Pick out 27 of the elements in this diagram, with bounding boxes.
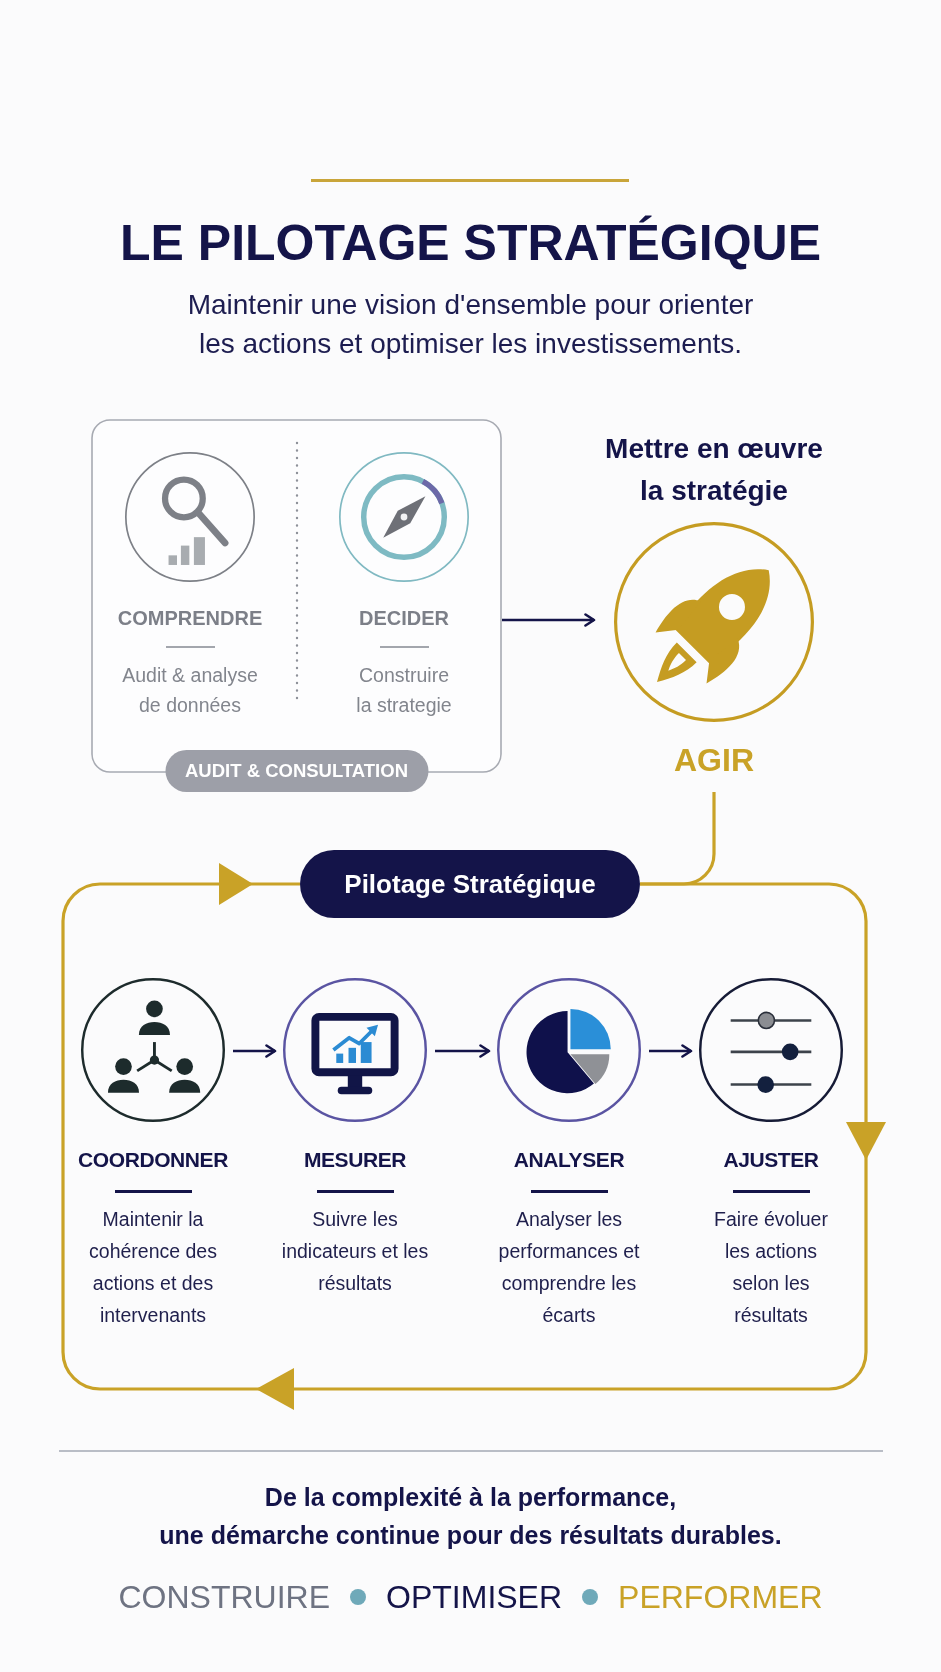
step-title: ANALYSER [513, 1147, 625, 1173]
step-description: Analyser les performances et comprendre les écarts [498, 1207, 640, 1328]
step-description: Audit & analyse de données [122, 663, 258, 718]
step-title: COMPRENDRE [117, 606, 263, 631]
loop-arrow [61, 863, 886, 1410]
tagline: De la complexité à la performance, une démarche continue pour des résultats durables. [159, 1482, 782, 1551]
arrow [649, 1044, 693, 1058]
arrow [502, 613, 596, 627]
keyword: CONSTRUIRE [118, 1578, 331, 1617]
step-description: Faire évoluer les actions selon les résultats [714, 1207, 828, 1328]
subtitle: Maintenir une vision d'ensemble pour orienter les actions et optimiser les investissements. [187, 287, 754, 361]
step-description: Maintenir la cohérence des actions et des intervenants [89, 1207, 217, 1328]
step-title: MESURER [303, 1147, 407, 1173]
page-title: LE PILOTAGE STRATÉGIQUE [120, 214, 821, 273]
step-title: AGIR [674, 741, 754, 780]
step-title: AJUSTER [723, 1147, 819, 1173]
heading-pill: Pilotage Stratégique [300, 850, 640, 918]
step-description: Suivre les indicateurs et les résultats [281, 1207, 429, 1296]
keyword: OPTIMISER [386, 1578, 563, 1617]
step-title: COORDONNER [78, 1147, 228, 1173]
step-title: DECIDER [359, 606, 449, 631]
keyword: PERFORMER [618, 1578, 823, 1617]
step-description: Construire la strategie [356, 663, 452, 718]
step-heading: Mettre en œuvre la stratégie [605, 432, 823, 508]
arrow [435, 1044, 491, 1058]
arrow [233, 1044, 277, 1058]
group-label-pill: AUDIT & CONSULTATION [165, 750, 428, 792]
